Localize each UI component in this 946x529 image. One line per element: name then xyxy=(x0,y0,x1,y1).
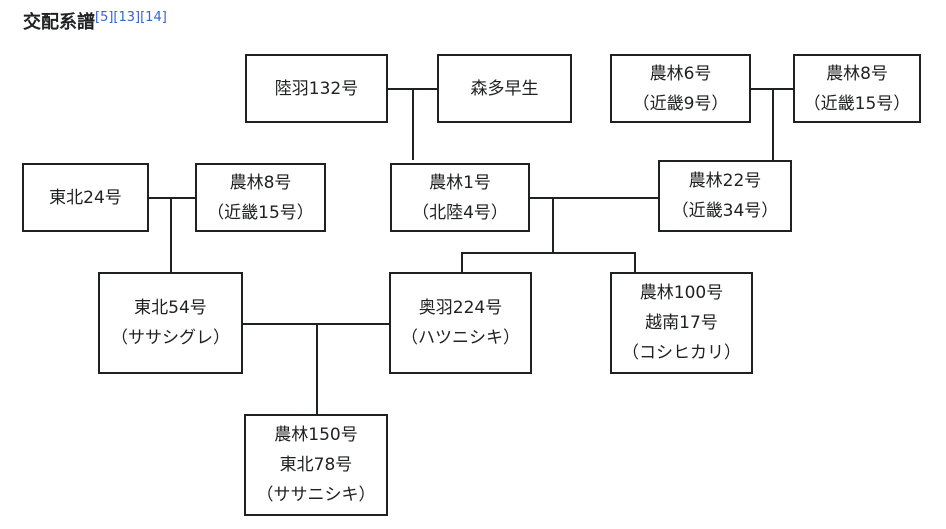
connector-line xyxy=(772,88,774,160)
node-label: 東北24号 xyxy=(49,187,122,208)
node-norin22: 農林22号 （近畿34号） xyxy=(658,160,792,232)
node-label: （近畿9号） xyxy=(632,93,729,114)
reference-links: [5][13][14] xyxy=(95,10,167,25)
node-label: 農林150号 xyxy=(274,425,358,445)
node-rikuu132: 陸羽132号 xyxy=(245,54,388,123)
connector-line xyxy=(529,197,660,199)
node-tohoku54: 東北54号 （ササシグレ） xyxy=(98,272,243,374)
connector-line xyxy=(170,197,172,272)
node-norin8-top: 農林8号 （近畿15号） xyxy=(793,54,921,123)
node-label: 農林22号 xyxy=(688,171,762,191)
node-norin100: 農林100号 越南17号 （コシヒカリ） xyxy=(610,272,753,374)
node-ouu224: 奥羽224号 （ハツニシキ） xyxy=(389,272,532,374)
node-norin150: 農林150号 東北78号 （ササニシキ） xyxy=(244,414,388,516)
node-label: 東北54号 xyxy=(134,298,207,318)
node-label: 農林1号 xyxy=(429,172,491,193)
node-label: 陸羽132号 xyxy=(274,78,359,99)
node-tohoku24: 東北24号 xyxy=(22,163,149,232)
connector-line xyxy=(148,197,196,199)
connector-line xyxy=(461,252,463,272)
node-norin6: 農林6号 （近畿9号） xyxy=(610,54,751,123)
node-label: （コシヒカリ） xyxy=(622,343,741,363)
connector-line xyxy=(412,88,414,160)
node-label: 奥羽224号 xyxy=(418,298,503,318)
node-label: （北陸4号） xyxy=(412,202,508,223)
node-label: 農林6号 xyxy=(649,63,712,84)
connector-line xyxy=(316,323,318,415)
reference-link[interactable]: [5] xyxy=(95,10,114,25)
connector-line xyxy=(634,252,636,272)
node-label: 農林8号 xyxy=(826,63,888,84)
node-label: （近畿15号） xyxy=(207,202,314,223)
reference-link[interactable]: [13] xyxy=(113,10,141,25)
node-label: （ハツニシキ） xyxy=(401,328,520,348)
connector-line xyxy=(461,252,636,254)
node-label: 農林100号 xyxy=(639,283,724,303)
node-label: （ササシグレ） xyxy=(111,328,230,348)
node-label: （近畿34号） xyxy=(671,201,779,221)
node-label: 森多早生 xyxy=(470,78,539,99)
heading-title: 交配系譜 xyxy=(23,12,95,33)
node-norin1: 農林1号 （北陸4号） xyxy=(390,163,530,232)
node-label: 越南17号 xyxy=(645,313,718,333)
node-morita-wase: 森多早生 xyxy=(437,54,572,123)
node-label: （近畿15号） xyxy=(803,93,911,114)
node-label: 東北78号 xyxy=(279,455,353,475)
reference-link[interactable]: [14] xyxy=(140,10,167,25)
node-label: （ササニシキ） xyxy=(256,485,376,505)
node-norin8-left: 農林8号 （近畿15号） xyxy=(195,163,326,232)
section-heading: 交配系譜[5][13][14] xyxy=(23,10,167,36)
connector-line xyxy=(552,197,554,253)
node-label: 農林8号 xyxy=(229,172,292,193)
